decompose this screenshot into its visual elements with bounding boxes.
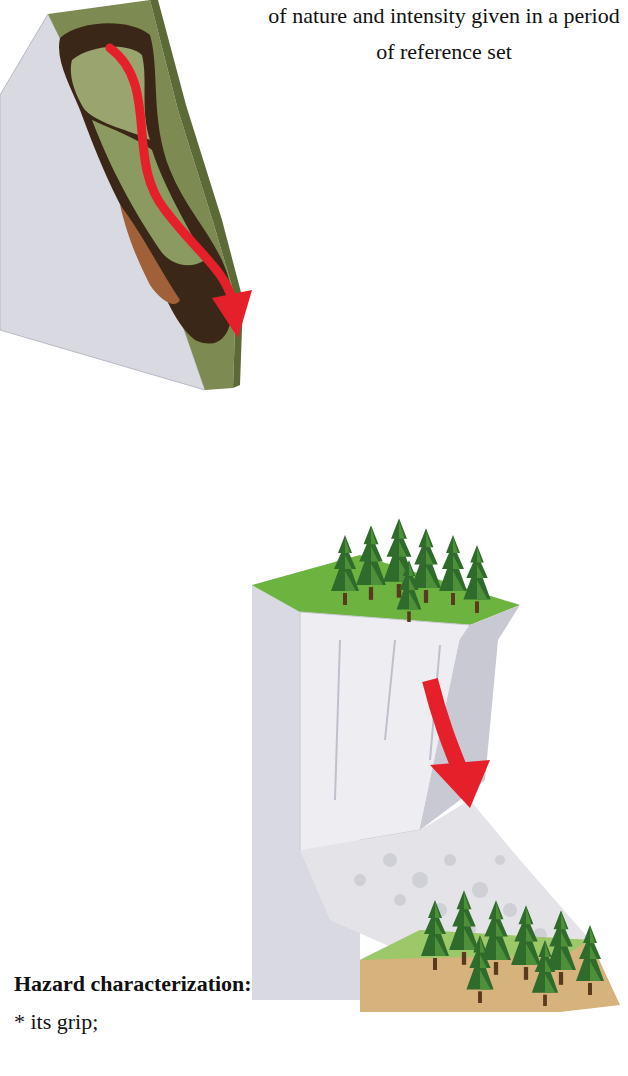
rockfall-illustration: [252, 518, 620, 1012]
intro-text: of nature and intensity given in a perio…: [266, 0, 622, 70]
bullet-item: * its grip;: [14, 1004, 414, 1040]
landslide-illustration: [0, 0, 252, 390]
section-heading: Hazard characterization:: [14, 966, 414, 1002]
